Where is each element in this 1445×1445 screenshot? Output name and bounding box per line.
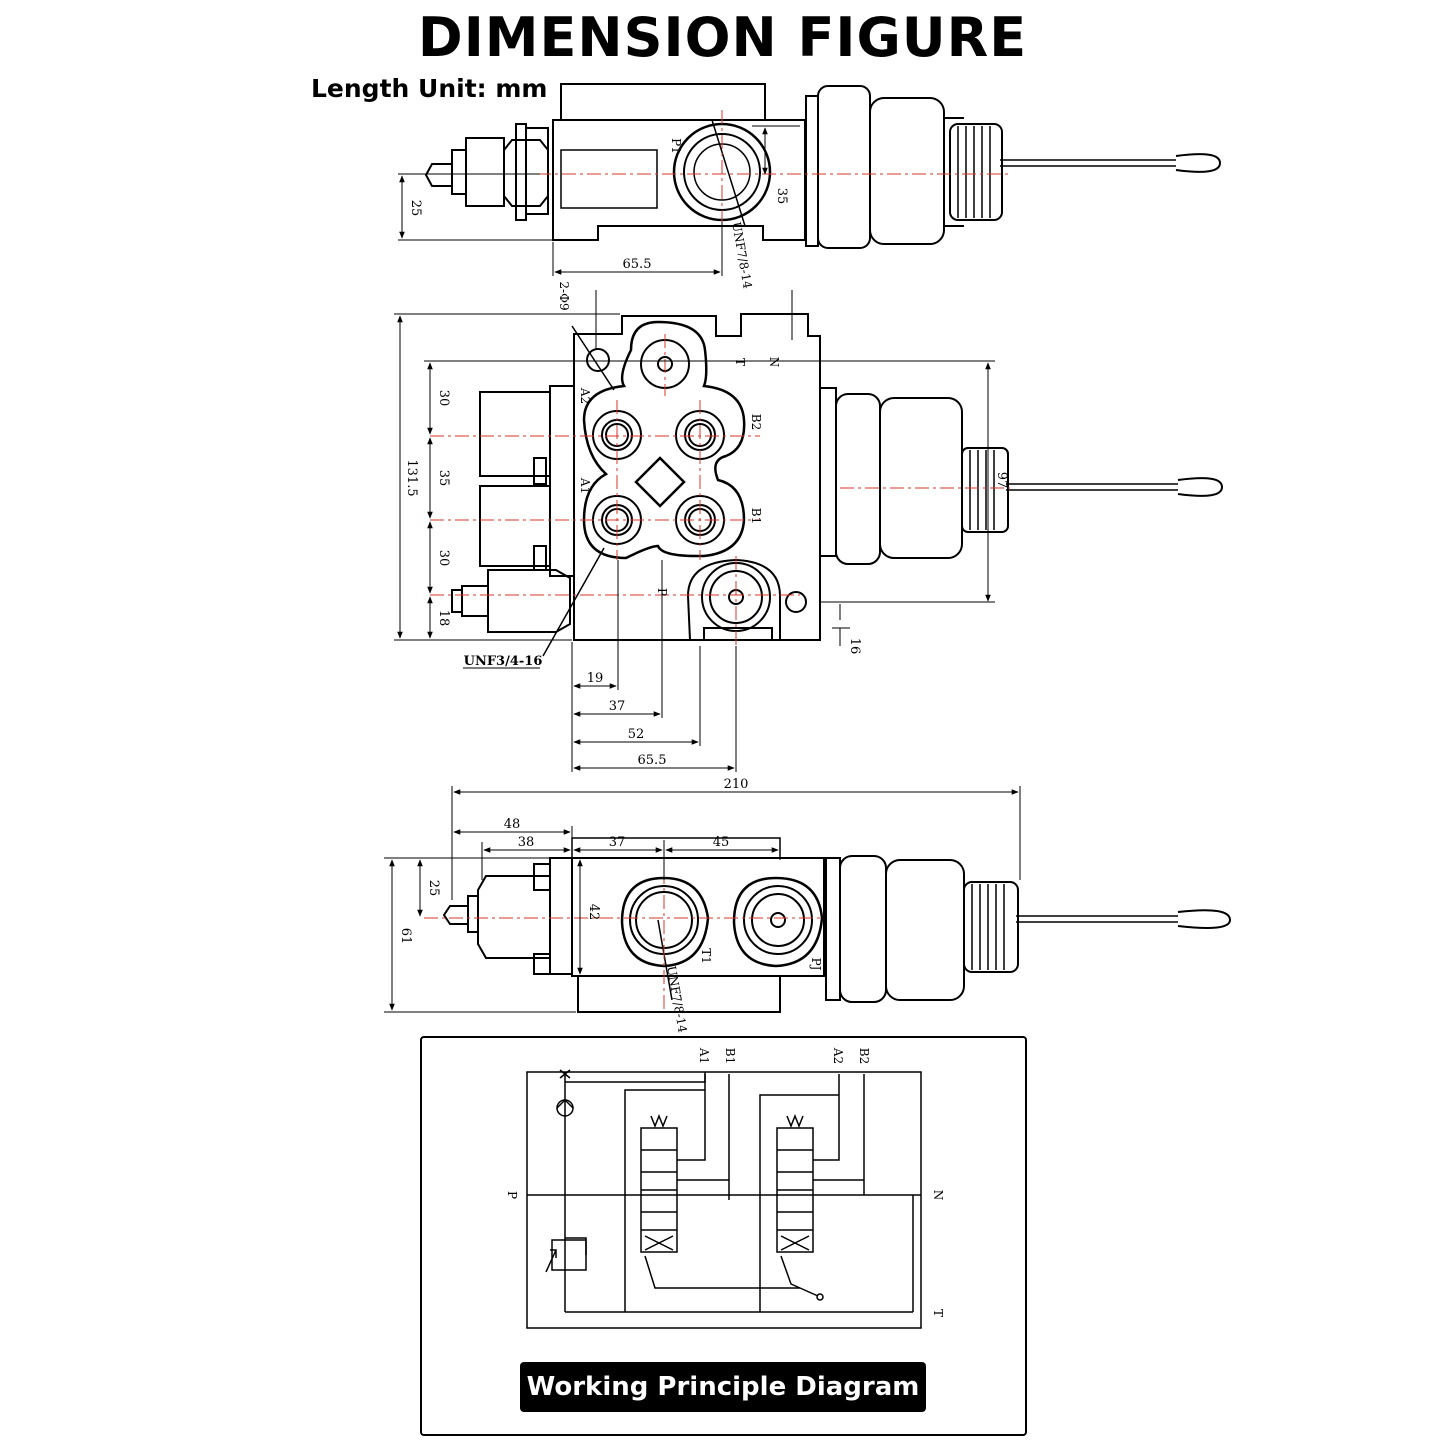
front-dim-37: 37 xyxy=(609,699,626,714)
top-view xyxy=(424,83,1222,249)
side-dim-45: 45 xyxy=(713,835,730,850)
top-view-thread: UNF7/8-14 xyxy=(729,221,755,290)
side-dim-61: 61 xyxy=(398,928,413,945)
top-view-dimlines xyxy=(398,125,800,276)
sch-port-n: N xyxy=(931,1190,945,1201)
front-view-centerlines xyxy=(430,334,1010,648)
front-dim-65: 65.5 xyxy=(638,753,667,768)
top-view-port-label: P1 xyxy=(669,138,683,154)
sch-port-t: T xyxy=(931,1309,945,1317)
side-dim-38: 38 xyxy=(518,835,535,850)
side-dim-48: 48 xyxy=(504,817,521,832)
sch-port-b1: B1 xyxy=(723,1048,737,1064)
schematic-frame xyxy=(420,1036,1027,1436)
front-dim-52: 52 xyxy=(628,727,645,742)
sch-port-p: P xyxy=(505,1191,519,1199)
front-port-b1: B1 xyxy=(749,508,763,524)
front-dim-30b: 30 xyxy=(436,550,451,567)
schematic-caption: Working Principle Diagram xyxy=(520,1362,926,1412)
side-dim-37: 37 xyxy=(609,835,626,850)
front-port-p: P xyxy=(655,588,669,596)
front-port-t: T xyxy=(733,358,747,366)
front-dim-16: 16 xyxy=(847,638,862,655)
front-port-n: N xyxy=(767,357,781,368)
front-dim-18: 18 xyxy=(436,610,451,627)
top-view-dim-height: 25 xyxy=(408,200,423,217)
side-view-centerlines xyxy=(424,870,820,1010)
side-dim-25: 25 xyxy=(426,880,441,897)
front-port-a2: A2 xyxy=(578,387,592,404)
side-view-dimlines xyxy=(384,786,1021,1013)
side-dim-42: 42 xyxy=(586,904,601,921)
side-port-pj: PJ xyxy=(809,958,823,971)
top-view-dim-port-offset: 35 xyxy=(774,188,789,205)
front-view-thread: UNF3/4-16 xyxy=(464,654,543,669)
front-dim-19: 19 xyxy=(587,671,604,686)
sch-port-b2: B2 xyxy=(857,1048,871,1064)
top-view-dim-port-pos: 65.5 xyxy=(623,257,652,272)
front-view xyxy=(451,313,1224,657)
front-view-dimlines xyxy=(394,290,995,772)
front-port-b2: B2 xyxy=(749,414,763,430)
front-dim-30a: 30 xyxy=(436,390,451,407)
top-view-centerlines xyxy=(412,110,1008,238)
page-title: DIMENSION FIGURE xyxy=(417,6,1028,69)
side-view xyxy=(442,837,1232,1013)
front-dim-lever-v: 97 xyxy=(994,472,1009,489)
side-dim-total: 210 xyxy=(724,777,749,792)
front-port-a1: A1 xyxy=(578,477,592,494)
schematic xyxy=(526,1069,922,1329)
front-view-hole: 2-Φ9 xyxy=(557,281,571,310)
side-port-t1: T1 xyxy=(699,948,713,964)
sch-port-a1: A1 xyxy=(697,1047,711,1064)
unit-label: Length Unit: mm xyxy=(311,74,548,103)
front-dim-total-h: 131.5 xyxy=(404,459,419,496)
front-dim-35: 35 xyxy=(436,470,451,487)
sch-port-a2: A2 xyxy=(831,1047,845,1064)
